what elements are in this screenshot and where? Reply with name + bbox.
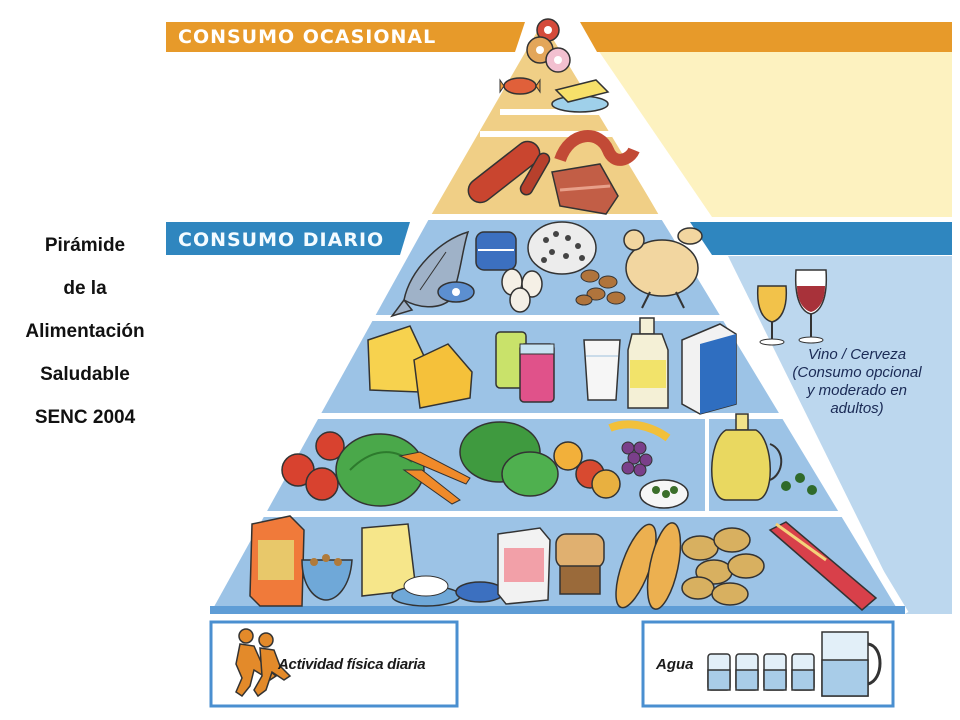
tomatoes-icon — [281, 431, 345, 501]
bread-icon — [555, 533, 605, 595]
occasional-band-bar — [166, 22, 525, 52]
daily-side-panel — [728, 256, 952, 614]
legumes-icon — [527, 221, 597, 275]
milk-glass-icon — [583, 339, 621, 401]
title-line-1: Pirámide — [44, 235, 126, 256]
water-label: Agua — [656, 656, 694, 673]
flour-bag-icon — [249, 515, 305, 607]
occasional-band-label: CONSUMO OCASIONAL — [178, 26, 437, 48]
carrots-icon — [398, 451, 471, 505]
candy-icon — [499, 77, 541, 95]
milk-bottle-icon — [627, 317, 669, 409]
chard-icon — [459, 421, 559, 497]
butter-icon — [551, 79, 610, 113]
grapes-icon — [621, 441, 653, 477]
lettuce-icon — [335, 433, 425, 507]
wine-caption-line-1: Vino / Cerveza — [807, 346, 907, 363]
olive-oil-icon — [711, 413, 817, 501]
title-line-2: de la — [63, 278, 107, 299]
milk-carton-icon — [681, 323, 737, 415]
sausage-icon — [467, 130, 640, 204]
potatoes-icon — [681, 527, 765, 606]
sugar-bowl-icon — [391, 575, 505, 607]
pyramid-right-edge — [541, 15, 909, 617]
cheese-icon — [367, 325, 473, 409]
pyramid-title: Pirámide de la Alimentación Saludable SE… — [0, 224, 170, 439]
wine-glass-icon — [794, 269, 828, 344]
donuts-icon — [526, 18, 571, 73]
pyramid-base — [210, 606, 905, 614]
beer-glass-icon — [756, 285, 788, 346]
water-jug-icon — [821, 631, 882, 697]
wine-caption-line-4: adultos) — [830, 400, 884, 417]
daily-band-label: CONSUMO DIARIO — [178, 229, 385, 251]
occasional-band-bar-right — [580, 22, 952, 52]
pasta-icon — [768, 521, 878, 611]
eggs-icon — [501, 268, 543, 313]
fruits-icon — [553, 420, 671, 499]
tin-can-icon — [437, 231, 517, 303]
yogurt-icon — [495, 331, 555, 403]
baguette-icon — [615, 522, 682, 610]
wine-caption-line-2: (Consumo opcional — [792, 364, 922, 381]
runners-icon — [235, 628, 292, 698]
olives-icon — [639, 479, 689, 509]
wine-beer-caption: Vino / Cerveza (Consumo opcional y moder… — [772, 346, 942, 418]
title-line-4: Saludable — [40, 364, 130, 385]
activity-label: Actividad física diaria — [278, 656, 426, 673]
cereal-bowl-icon — [301, 554, 353, 601]
chicken-icon — [623, 227, 703, 309]
nuts-icon — [575, 269, 626, 306]
daily-band-bar-right — [690, 222, 952, 255]
title-line-3: Alimentación — [25, 321, 145, 342]
water-glass-icon — [707, 653, 815, 691]
occasional-side-panel — [598, 50, 952, 217]
wine-caption-line-3: y moderado en — [806, 382, 908, 399]
ham-icon — [551, 163, 619, 215]
cereal-box-icon — [497, 527, 551, 605]
title-line-5: SENC 2004 — [34, 407, 136, 428]
daily-band-bar — [166, 222, 410, 255]
